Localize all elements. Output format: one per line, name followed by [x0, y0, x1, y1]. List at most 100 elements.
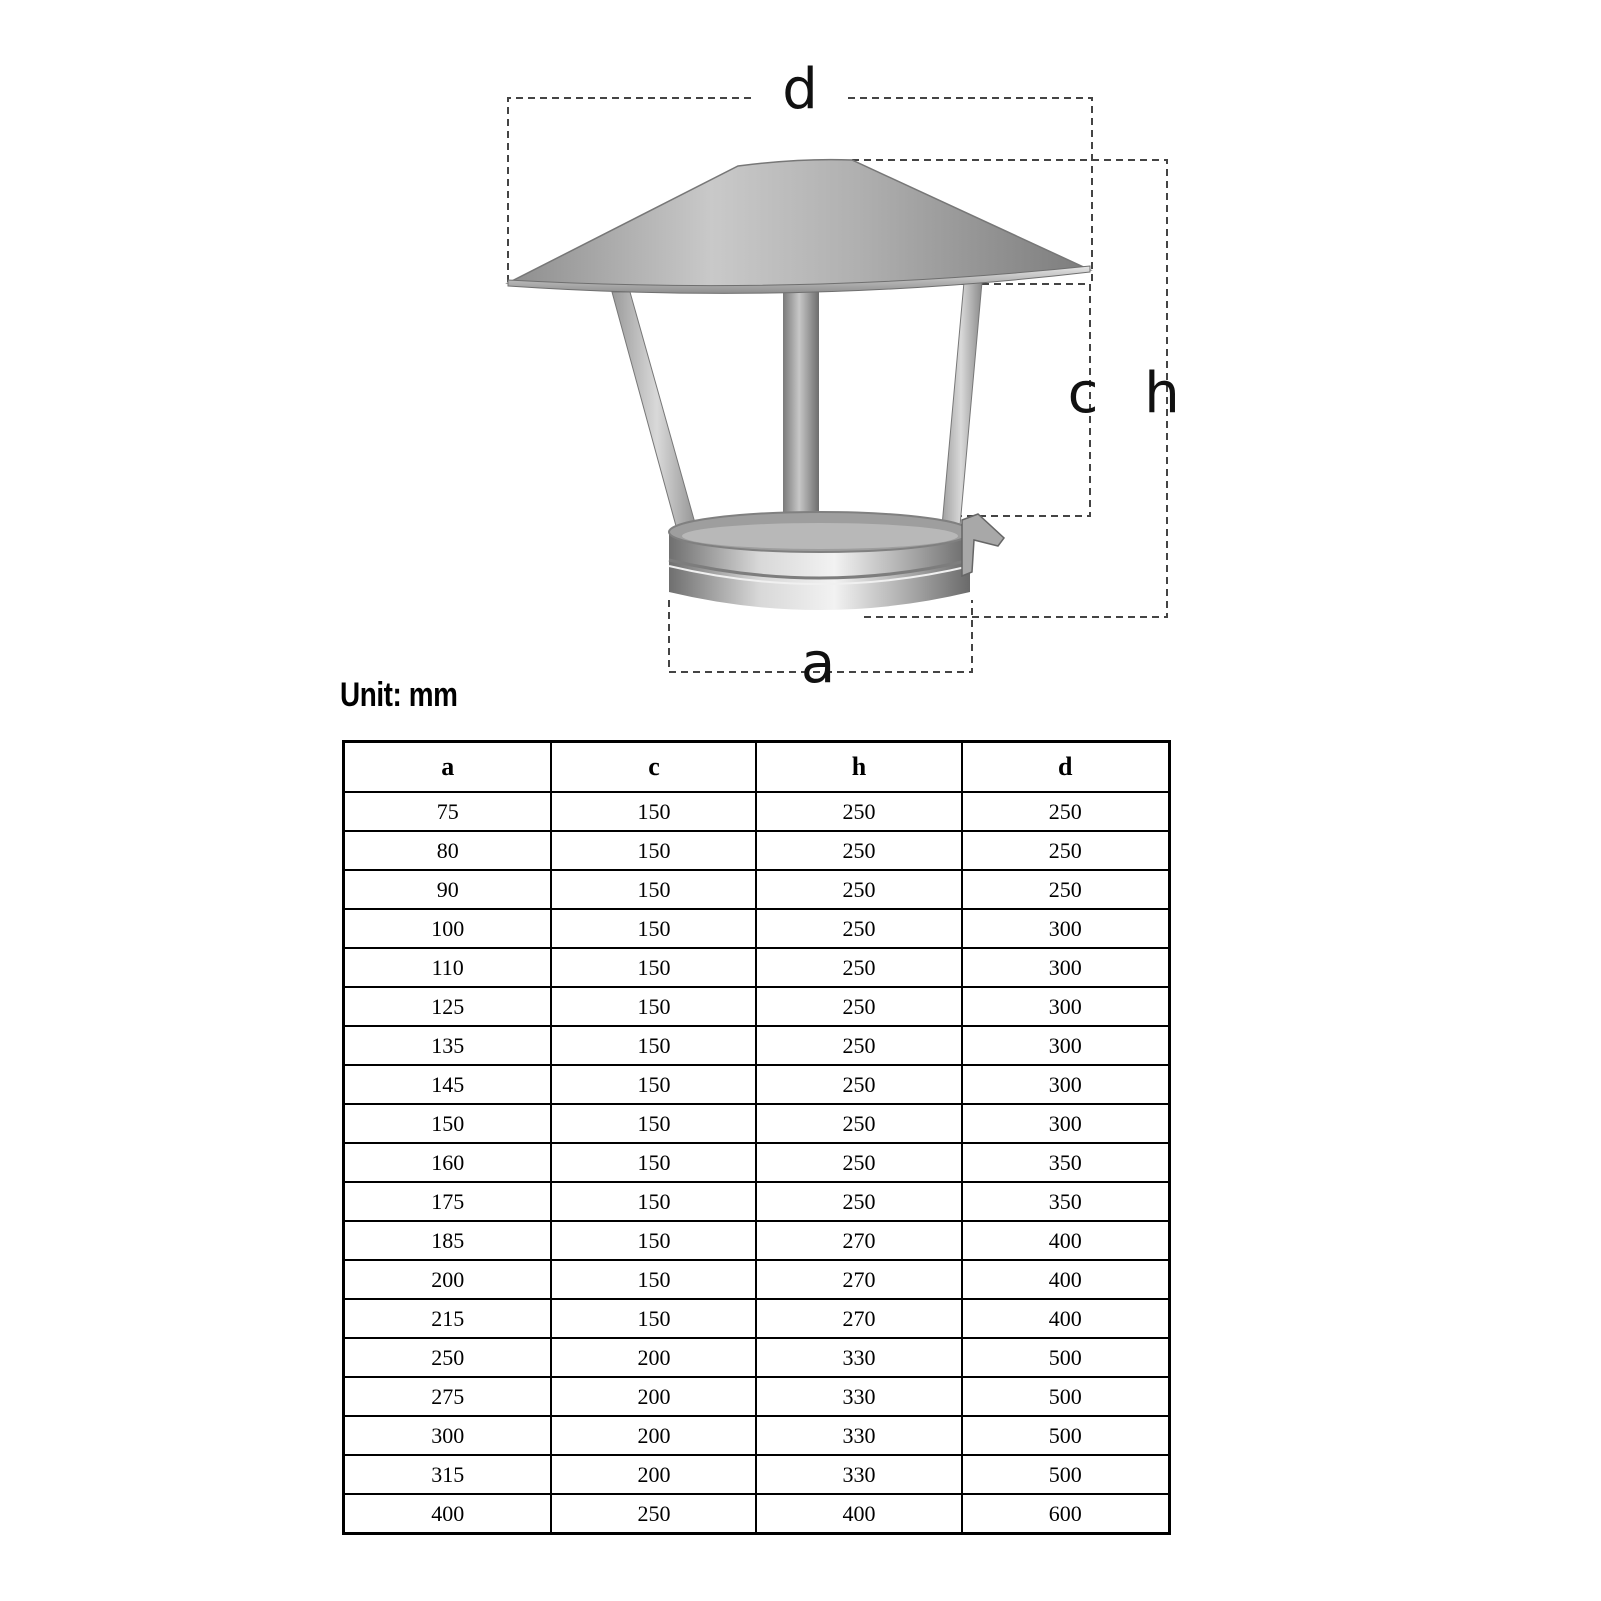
table-cell: 275	[342, 1376, 553, 1417]
collar-bead-highlight	[668, 565, 971, 585]
table-cell: 150	[550, 947, 758, 988]
table-cell: 250	[755, 830, 963, 871]
table-cell: 300	[960, 986, 1171, 1027]
header-d: d	[960, 740, 1171, 793]
table-cell: 250	[755, 1025, 963, 1066]
table-cell: 400	[960, 1220, 1171, 1261]
table-cell: 75	[342, 791, 553, 832]
unit-label: Unit: mm	[340, 676, 458, 714]
a-dimension-line	[668, 600, 973, 673]
header-c: c	[550, 740, 758, 793]
h-dimension-line	[852, 159, 1168, 618]
table-cell: 250	[755, 1181, 963, 1222]
table-cell: 250	[755, 908, 963, 949]
table-cell: 250	[960, 791, 1171, 832]
table-cell: 135	[342, 1025, 553, 1066]
c-dimension-line	[958, 283, 1091, 517]
table-cell: 300	[342, 1415, 553, 1456]
table-cell: 500	[960, 1337, 1171, 1378]
table-cell: 200	[550, 1454, 758, 1495]
table-cell: 100	[342, 908, 553, 949]
table-cell: 110	[342, 947, 553, 988]
table-cell: 330	[755, 1454, 963, 1495]
table-cell: 300	[960, 908, 1171, 949]
table-cell: 150	[342, 1103, 553, 1144]
table-cell: 145	[342, 1064, 553, 1105]
table-cell: 250	[342, 1337, 553, 1378]
table-cell: 200	[550, 1415, 758, 1456]
table-cell: 160	[342, 1142, 553, 1183]
pole	[783, 282, 819, 520]
table-cell: 300	[960, 1025, 1171, 1066]
h-label: h	[1144, 361, 1180, 426]
table-cell: 350	[960, 1181, 1171, 1222]
table-cell: 250	[755, 986, 963, 1027]
table-cell: 330	[755, 1376, 963, 1417]
table-cell: 250	[960, 869, 1171, 910]
table-cell: 270	[755, 1259, 963, 1300]
table-cell: 500	[960, 1415, 1171, 1456]
table-cell: 175	[342, 1181, 553, 1222]
left-strut	[611, 291, 703, 549]
table-cell: 150	[550, 791, 758, 832]
table-cell: 300	[960, 1103, 1171, 1144]
dimension-lines	[507, 97, 1168, 673]
table-cell: 150	[550, 1064, 758, 1105]
table-cell: 150	[550, 1259, 758, 1300]
table-cell: 150	[550, 1298, 758, 1339]
table-cell: 250	[755, 1142, 963, 1183]
collar-inner	[682, 523, 958, 549]
hood-rim	[507, 265, 1091, 294]
table-cell: 400	[342, 1493, 553, 1535]
table-cell: 150	[550, 1181, 758, 1222]
chimney-cap-diagram: d h c a	[505, 57, 1180, 696]
table-cell: 250	[755, 1064, 963, 1105]
table-cell: 315	[342, 1454, 553, 1495]
right-strut	[939, 281, 983, 549]
table-cell: 400	[960, 1259, 1171, 1300]
table-cell: 300	[960, 1064, 1171, 1105]
chimney-cap-illustration	[505, 158, 1093, 610]
clamp-bracket	[961, 513, 1006, 578]
table-cell: 150	[550, 869, 758, 910]
table-cell: 330	[755, 1415, 963, 1456]
header-h: h	[755, 740, 963, 793]
table-cell: 150	[550, 830, 758, 871]
table-cell: 400	[960, 1298, 1171, 1339]
table-cell: 300	[960, 947, 1171, 988]
header-a: a	[342, 740, 553, 793]
d-dimension-line	[507, 97, 1093, 282]
table-cell: 200	[550, 1337, 758, 1378]
table-cell: 150	[550, 1025, 758, 1066]
table-header-row: a c h d	[342, 740, 1171, 793]
table-cell: 250	[755, 947, 963, 988]
collar-body	[669, 532, 970, 610]
table-cell: 250	[755, 791, 963, 832]
table-cell: 500	[960, 1454, 1171, 1495]
table-cell: 600	[960, 1493, 1171, 1535]
table-cell: 185	[342, 1220, 553, 1261]
c-label: c	[1068, 361, 1099, 426]
table-cell: 150	[550, 1142, 758, 1183]
table-cell: 250	[550, 1493, 758, 1535]
table-cell: 270	[755, 1220, 963, 1261]
table-cell: 250	[960, 830, 1171, 871]
table-cell: 150	[550, 986, 758, 1027]
a-label: a	[801, 631, 835, 696]
table-cell: 200	[342, 1259, 553, 1300]
table-cell: 500	[960, 1376, 1171, 1417]
collar-bead	[668, 558, 971, 580]
